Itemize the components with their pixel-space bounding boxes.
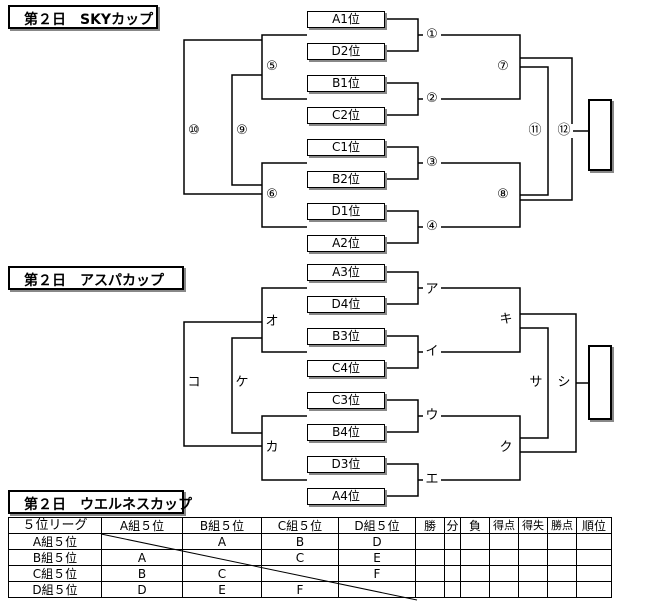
sky-match-10: ⑩ xyxy=(185,124,203,138)
league-row: C組５位 B C F xyxy=(8,565,612,582)
league-row-label: A組５位 xyxy=(8,533,102,550)
league-table: ５位リーグ A組５位 B組５位 C組５位 D組５位 勝 分 負 得点 得失 勝点… xyxy=(8,517,612,598)
league-row: D組５位 D E F xyxy=(8,581,612,598)
sky-match-5: ⑤ xyxy=(263,60,281,74)
league-header-col: A組５位 xyxy=(101,517,183,534)
aspa-match-ka: カ xyxy=(263,441,281,455)
league-row: B組５位 A C E xyxy=(8,549,612,566)
league-header-draw: 分 xyxy=(444,517,461,534)
aspa-team-slot-7: D3位 xyxy=(307,456,385,473)
aspa-match-e: エ xyxy=(423,473,441,487)
sky-match-4: ④ xyxy=(423,220,441,234)
aspa-team-slot-8: A4位 xyxy=(307,488,385,505)
aspa-match-i: イ xyxy=(423,345,441,359)
sky-team-slot-8: A2位 xyxy=(307,235,385,252)
sky-team-slot-7: D1位 xyxy=(307,203,385,220)
league-header-col: B組５位 xyxy=(182,517,262,534)
aspa-team-slot-5: C3位 xyxy=(307,392,385,409)
sky-team-slot-5: C1位 xyxy=(307,139,385,156)
sky-match-2: ② xyxy=(423,92,441,106)
league-header-rank: 順位 xyxy=(576,517,612,534)
aspa-winner-box xyxy=(588,345,612,420)
sky-match-3: ③ xyxy=(423,156,441,170)
aspa-match-ke: ケ xyxy=(233,376,251,390)
league-header-row: ５位リーグ A組５位 B組５位 C組５位 D組５位 勝 分 負 得点 得失 勝点… xyxy=(8,517,612,534)
aspa-team-slot-3: B3位 xyxy=(307,328,385,345)
league-row-label: D組５位 xyxy=(8,581,102,598)
sky-match-7: ⑦ xyxy=(494,60,512,74)
aspa-team-slot-1: A3位 xyxy=(307,264,385,281)
league-cell xyxy=(576,581,612,598)
sky-team-slot-3: B1位 xyxy=(307,75,385,92)
league-cell xyxy=(261,565,339,582)
aspa-match-a: ア xyxy=(423,283,441,297)
league-header-title: ５位リーグ xyxy=(8,517,102,534)
league-row: A組５位 A B D xyxy=(8,533,612,550)
aspa-cup-title: 第２日 アスパカップ xyxy=(8,266,184,290)
wellness-cup-title: 第２日 ウエルネスカップ xyxy=(8,490,192,514)
sky-winner-box xyxy=(588,99,612,171)
sky-match-1: ① xyxy=(423,28,441,42)
aspa-match-o: オ xyxy=(263,315,281,329)
league-cell xyxy=(101,533,183,550)
aspa-match-ko: コ xyxy=(185,376,203,390)
aspa-match-shi: シ xyxy=(555,376,573,390)
sky-cup-title: 第２日 SKYカップ xyxy=(8,5,158,29)
league-header-points: 勝点 xyxy=(547,517,577,534)
sky-team-slot-6: B2位 xyxy=(307,171,385,188)
aspa-match-ku: ク xyxy=(497,441,515,455)
sky-match-12: ⑫ xyxy=(555,124,573,138)
aspa-team-slot-2: D4位 xyxy=(307,296,385,313)
sky-team-slot-4: C2位 xyxy=(307,107,385,124)
sky-team-slot-2: D2位 xyxy=(307,43,385,60)
sky-match-8: ⑧ xyxy=(494,188,512,202)
sky-match-6: ⑥ xyxy=(263,188,281,202)
aspa-match-sa: サ xyxy=(527,376,545,390)
league-cell xyxy=(182,549,262,566)
league-cell: E xyxy=(182,581,262,598)
aspa-team-slot-4: C4位 xyxy=(307,360,385,377)
league-cell xyxy=(338,581,416,598)
aspa-match-ki: キ xyxy=(497,313,515,327)
sky-match-11: ⑪ xyxy=(526,124,544,138)
aspa-team-slot-6: B4位 xyxy=(307,424,385,441)
aspa-match-u: ウ xyxy=(423,409,441,423)
league-header-goals: 得点 xyxy=(489,517,519,534)
sky-match-9: ⑨ xyxy=(233,124,251,138)
sky-team-slot-1: A1位 xyxy=(307,11,385,28)
